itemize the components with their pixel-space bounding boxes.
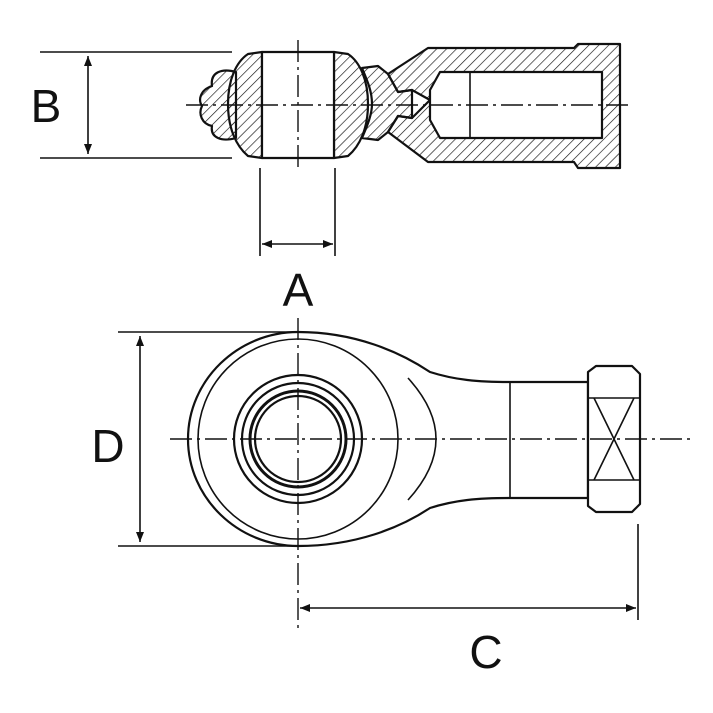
outer-race-right — [332, 50, 370, 160]
dimension-label-c: C — [469, 626, 502, 678]
dimension-label-a: A — [283, 264, 314, 316]
front-view — [170, 318, 690, 630]
dimension-a: A — [259, 168, 336, 316]
dimension-d: D — [91, 331, 292, 547]
ball-nub — [199, 69, 238, 141]
dimension-b: B — [31, 51, 232, 159]
section-view — [186, 40, 630, 170]
dimension-c: C — [300, 524, 639, 678]
neck-section — [360, 64, 414, 142]
outer-race-left — [226, 50, 264, 160]
dimension-label-b: B — [31, 80, 62, 132]
dimension-label-d: D — [91, 420, 124, 472]
